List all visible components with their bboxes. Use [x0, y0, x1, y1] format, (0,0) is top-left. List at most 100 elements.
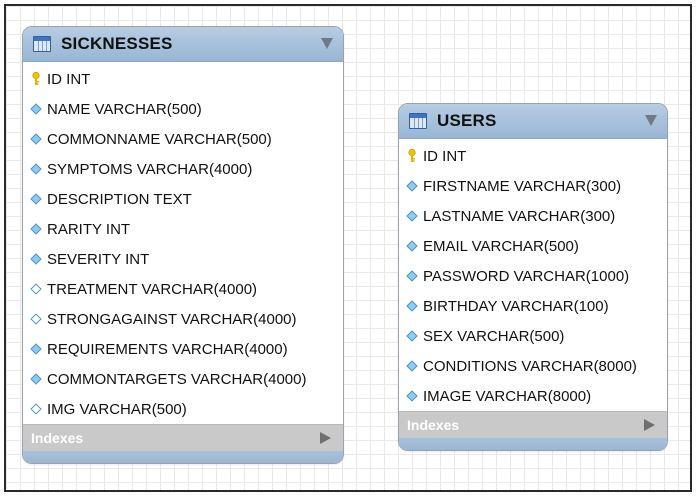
diamond-shape: [30, 223, 42, 235]
triangle-right-icon[interactable]: [320, 432, 331, 444]
column-row[interactable]: PASSWORD VARCHAR(1000): [399, 261, 667, 291]
column-row[interactable]: LASTNAME VARCHAR(300): [399, 201, 667, 231]
column-label: IMG VARCHAR(500): [47, 400, 187, 418]
column-label: COMMONNAME VARCHAR(500): [47, 130, 272, 148]
primary-key-column[interactable]: ID INT: [399, 141, 667, 171]
column-label: REQUIREMENTS VARCHAR(4000): [47, 340, 288, 358]
column-label: TREATMENT VARCHAR(4000): [47, 280, 258, 298]
column-row[interactable]: EMAIL VARCHAR(500): [399, 231, 667, 261]
column-row[interactable]: REQUIREMENTS VARCHAR(4000): [23, 334, 343, 364]
column-label: LASTNAME VARCHAR(300): [423, 207, 616, 225]
table-footer: [399, 438, 667, 450]
diamond-icon: [29, 313, 43, 325]
diamond-shape: [406, 360, 418, 372]
diamond-icon: [405, 390, 419, 402]
diamond-icon: [29, 103, 43, 115]
diamond-icon: [29, 373, 43, 385]
column-label: FIRSTNAME VARCHAR(300): [423, 177, 622, 195]
diamond-shape: [406, 330, 418, 342]
table-sicknesses[interactable]: SICKNESSES ID INT NAME VARCHAR(500) COMMON…: [22, 26, 344, 464]
diamond-shape: [30, 163, 42, 175]
diamond-shape: [30, 313, 42, 325]
diamond-icon: [405, 240, 419, 252]
diamond-shape: [406, 210, 418, 222]
column-row[interactable]: FIRSTNAME VARCHAR(300): [399, 171, 667, 201]
column-label: EMAIL VARCHAR(500): [423, 237, 579, 255]
table-header[interactable]: SICKNESSES: [23, 27, 343, 62]
primary-key-column[interactable]: ID INT: [23, 64, 343, 94]
table-icon: [33, 36, 51, 52]
column-label: COMMONTARGETS VARCHAR(4000): [47, 370, 307, 388]
diamond-shape: [30, 103, 42, 115]
column-label: DESCRIPTION TEXT: [47, 190, 192, 208]
column-label: ID INT: [423, 147, 467, 165]
diamond-shape: [30, 283, 42, 295]
diamond-shape: [30, 343, 42, 355]
diamond-shape: [30, 193, 42, 205]
key-icon: [405, 149, 419, 163]
column-row[interactable]: NAME VARCHAR(500): [23, 94, 343, 124]
diamond-icon: [29, 223, 43, 235]
column-label: STRONGAGAINST VARCHAR(4000): [47, 310, 297, 328]
indexes-label: Indexes: [407, 417, 460, 433]
column-row[interactable]: IMAGE VARCHAR(8000): [399, 381, 667, 411]
indexes-section[interactable]: Indexes: [399, 411, 667, 438]
diamond-icon: [29, 253, 43, 265]
column-label: ID INT: [47, 70, 91, 88]
column-row[interactable]: CONDITIONS VARCHAR(8000): [399, 351, 667, 381]
indexes-section[interactable]: Indexes: [23, 424, 343, 451]
column-row[interactable]: SEX VARCHAR(500): [399, 321, 667, 351]
column-row[interactable]: SEVERITY INT: [23, 244, 343, 274]
diamond-shape: [30, 373, 42, 385]
triangle-right-icon[interactable]: [644, 419, 655, 431]
column-row[interactable]: COMMONNAME VARCHAR(500): [23, 124, 343, 154]
column-row[interactable]: TREATMENT VARCHAR(4000): [23, 274, 343, 304]
diamond-icon: [405, 360, 419, 372]
column-list: ID INT FIRSTNAME VARCHAR(300) LASTNAME VAR…: [399, 139, 667, 411]
column-row[interactable]: BIRTHDAY VARCHAR(100): [399, 291, 667, 321]
diagram-canvas: SICKNESSES ID INT NAME VARCHAR(500) COMMON…: [4, 4, 692, 492]
diamond-icon: [29, 193, 43, 205]
column-row[interactable]: STRONGAGAINST VARCHAR(4000): [23, 304, 343, 334]
diamond-shape: [406, 390, 418, 402]
column-row[interactable]: DESCRIPTION TEXT: [23, 184, 343, 214]
diamond-icon: [405, 180, 419, 192]
diamond-icon: [29, 133, 43, 145]
column-label: SEVERITY INT: [47, 250, 150, 268]
column-row[interactable]: SYMPTOMS VARCHAR(4000): [23, 154, 343, 184]
diamond-shape: [30, 253, 42, 265]
table-footer: [23, 451, 343, 463]
column-row[interactable]: IMG VARCHAR(500): [23, 394, 343, 424]
column-label: SEX VARCHAR(500): [423, 327, 565, 345]
column-label: IMAGE VARCHAR(8000): [423, 387, 592, 405]
column-label: PASSWORD VARCHAR(1000): [423, 267, 630, 285]
diamond-shape: [30, 403, 42, 415]
column-row[interactable]: COMMONTARGETS VARCHAR(4000): [23, 364, 343, 394]
column-label: CONDITIONS VARCHAR(8000): [423, 357, 637, 375]
column-label: BIRTHDAY VARCHAR(100): [423, 297, 609, 315]
diamond-shape: [406, 180, 418, 192]
column-label: NAME VARCHAR(500): [47, 100, 202, 118]
table-title: SICKNESSES: [61, 34, 173, 53]
diamond-icon: [405, 210, 419, 222]
diamond-icon: [405, 330, 419, 342]
triangle-down-icon[interactable]: [645, 115, 657, 126]
column-list: ID INT NAME VARCHAR(500) COMMONNAME VARCHA…: [23, 62, 343, 424]
diamond-shape: [406, 270, 418, 282]
diamond-shape: [30, 133, 42, 145]
table-users[interactable]: USERS ID INT FIRSTNAME VARCHAR(300) LASTNA…: [398, 103, 668, 451]
table-icon: [409, 113, 427, 129]
diamond-icon: [29, 343, 43, 355]
column-row[interactable]: RARITY INT: [23, 214, 343, 244]
diamond-icon: [405, 270, 419, 282]
diamond-shape: [406, 300, 418, 312]
diamond-shape: [406, 240, 418, 252]
diamond-icon: [29, 283, 43, 295]
triangle-down-icon[interactable]: [321, 38, 333, 49]
table-header[interactable]: USERS: [399, 104, 667, 139]
diamond-icon: [29, 403, 43, 415]
key-icon: [29, 72, 43, 86]
diamond-icon: [29, 163, 43, 175]
table-title: USERS: [437, 111, 497, 130]
column-label: SYMPTOMS VARCHAR(4000): [47, 160, 253, 178]
